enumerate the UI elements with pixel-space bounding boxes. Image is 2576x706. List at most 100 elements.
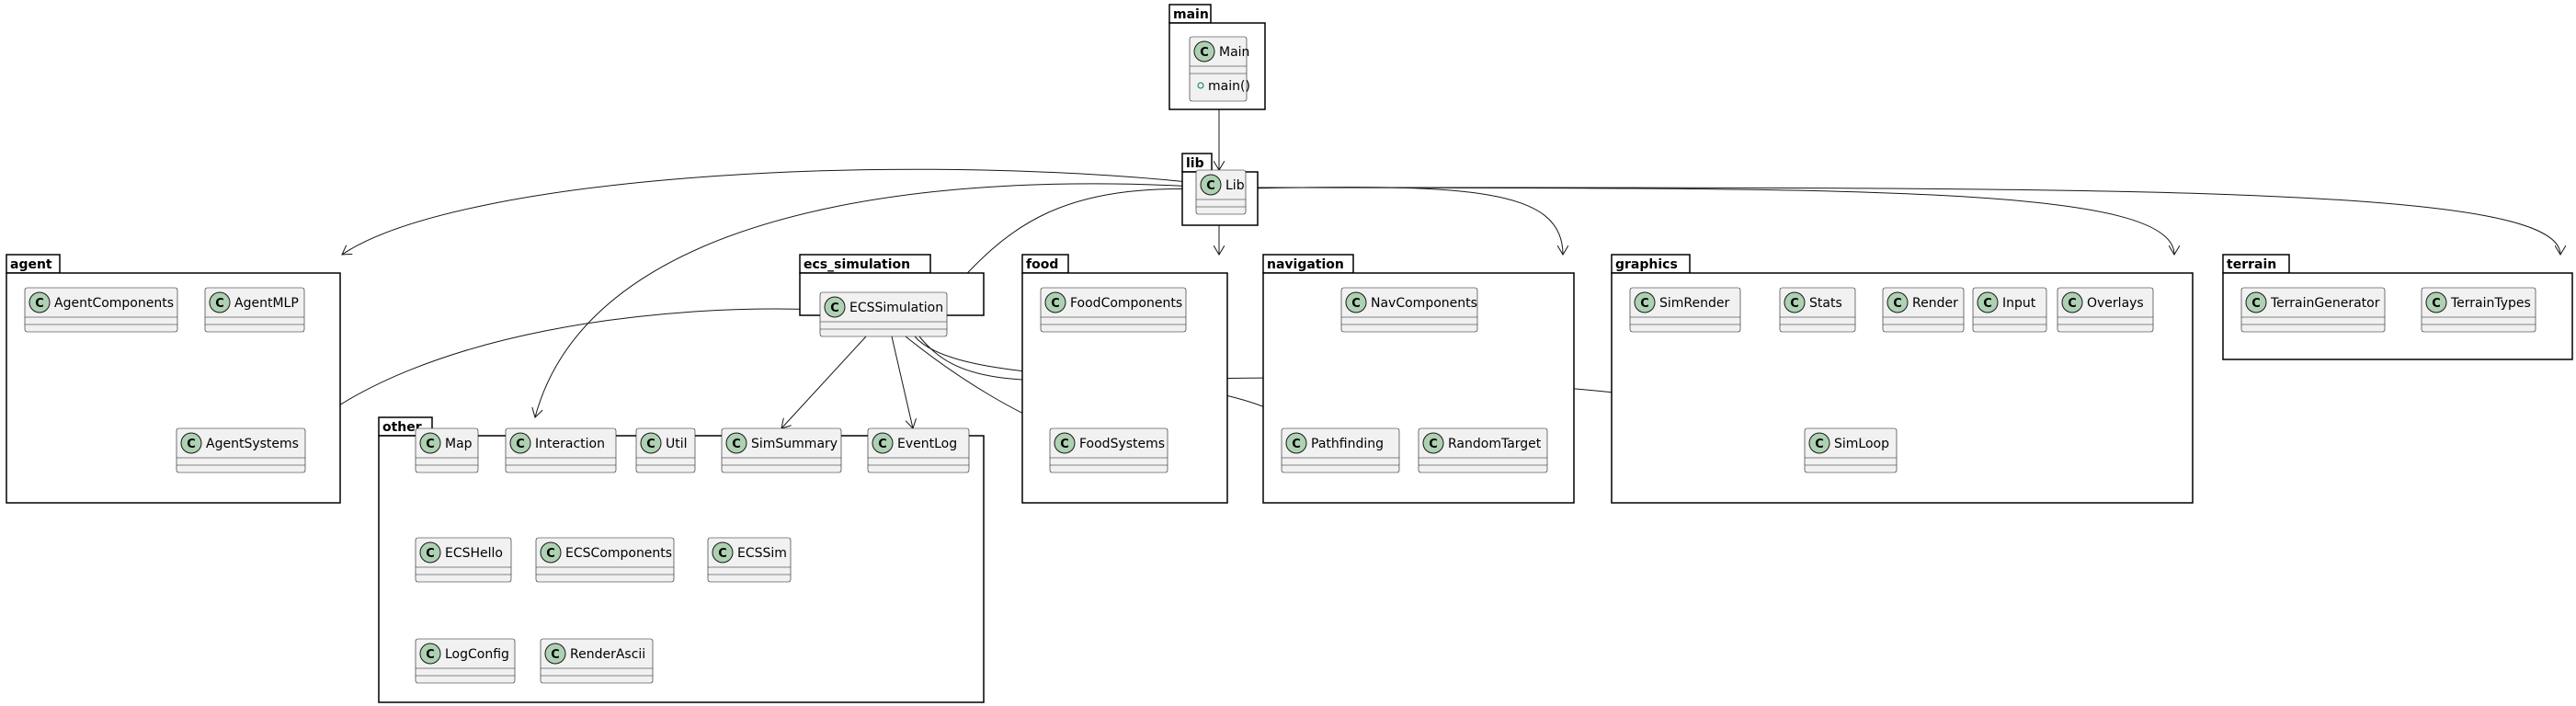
class-name: SimRender bbox=[1659, 296, 1729, 311]
relation-lib-to-navigation bbox=[1245, 187, 1563, 255]
class-stereotype-letter-icon: C bbox=[2251, 297, 2261, 311]
class-stereotype-icon bbox=[28, 291, 51, 313]
class-stereotype-letter-icon: C bbox=[551, 648, 560, 662]
class-renderascii[interactable]: C RenderAscii bbox=[540, 638, 654, 684]
class-stereotype-icon bbox=[725, 432, 747, 454]
class-name: TerrainGenerator bbox=[2270, 296, 2380, 311]
class-stereotype-icon bbox=[419, 643, 441, 665]
class-stereotype-letter-icon: C bbox=[1292, 438, 1301, 451]
class-stereotype-letter-icon: C bbox=[215, 297, 224, 311]
class-stereotype-letter-icon: C bbox=[1983, 297, 1992, 311]
class-stereotype-icon bbox=[712, 541, 734, 564]
class-stereotype-letter-icon: C bbox=[1200, 46, 1209, 60]
class-box bbox=[204, 287, 305, 333]
class-stereotype-icon bbox=[640, 432, 662, 454]
class-logconfig[interactable]: C LogConfig bbox=[415, 638, 516, 684]
class-name: Stats bbox=[1809, 296, 1842, 311]
class-name: ECSHello bbox=[445, 546, 503, 561]
class-stereotype-letter-icon: C bbox=[646, 438, 655, 451]
class-stereotype-letter-icon: C bbox=[35, 297, 44, 311]
package-name: main bbox=[1173, 7, 1209, 22]
class-util[interactable]: C Util bbox=[635, 427, 696, 473]
class-stereotype-icon bbox=[1285, 432, 1307, 454]
class-stereotype-letter-icon: C bbox=[1206, 179, 1215, 193]
class-stereotype-icon bbox=[209, 291, 231, 313]
class-stereotype-icon bbox=[1345, 291, 1367, 313]
class-box bbox=[535, 537, 675, 583]
class-stereotype-icon bbox=[419, 541, 441, 564]
class-name: RandomTarget bbox=[1448, 437, 1542, 451]
class-stereotype-icon bbox=[872, 432, 894, 454]
class-foodcomponents[interactable]: C FoodComponents bbox=[1040, 287, 1187, 333]
class-stereotype-icon bbox=[1422, 432, 1444, 454]
class-box bbox=[1418, 427, 1548, 473]
class-stereotype-icon bbox=[824, 296, 846, 318]
class-box bbox=[1629, 287, 1741, 333]
class-stereotype-icon bbox=[2245, 291, 2267, 313]
package-name: agent bbox=[10, 257, 52, 272]
class-stereotype-icon bbox=[1634, 291, 1656, 313]
class-stereotype-letter-icon: C bbox=[1051, 297, 1060, 311]
class-name: FoodComponents bbox=[1070, 296, 1182, 311]
class-stereotype-letter-icon: C bbox=[1060, 438, 1069, 451]
class-simrender[interactable]: C SimRender bbox=[1629, 287, 1741, 333]
class-stereotype-icon bbox=[1200, 174, 1222, 196]
class-stereotype-letter-icon: C bbox=[426, 547, 435, 561]
class-terraingenerator[interactable]: C TerrainGenerator bbox=[2240, 287, 2386, 333]
package-name: lib bbox=[1186, 156, 1204, 171]
class-stereotype-icon bbox=[2425, 291, 2447, 313]
class-name: LogConfig bbox=[445, 647, 509, 662]
class-box bbox=[1340, 287, 1478, 333]
class-stereotype-icon bbox=[544, 643, 566, 665]
relation-lib-to-graphics bbox=[1245, 187, 2174, 255]
class-stereotype-icon bbox=[1054, 432, 1076, 454]
class-stereotype-icon bbox=[509, 432, 531, 454]
class-stereotype-letter-icon: C bbox=[516, 438, 525, 451]
class-name: EventLog bbox=[897, 437, 957, 451]
class-ecshello[interactable]: C ECSHello bbox=[415, 537, 512, 583]
class-member: main() bbox=[1208, 79, 1250, 94]
class-stereotype-icon bbox=[1193, 40, 1215, 63]
class-name: ECSSimulation bbox=[849, 301, 943, 315]
class-eventlog[interactable]: C EventLog bbox=[867, 427, 970, 473]
class-box bbox=[1040, 287, 1187, 333]
package-name: ecs_simulation bbox=[804, 257, 910, 272]
class-name: SimSummary bbox=[751, 437, 838, 451]
class-stereotype-letter-icon: C bbox=[878, 438, 887, 451]
class-name: Util bbox=[666, 437, 688, 451]
class-box bbox=[176, 427, 306, 473]
class-name: AgentComponents bbox=[54, 296, 174, 311]
class-agentcomponents[interactable]: C AgentComponents bbox=[24, 287, 178, 333]
package-name: terrain bbox=[2227, 257, 2276, 272]
class-name: RenderAscii bbox=[570, 647, 645, 662]
class-box bbox=[721, 427, 842, 473]
class-name: ECSComponents bbox=[565, 546, 672, 561]
class-stereotype-letter-icon: C bbox=[426, 648, 435, 662]
class-stereotype-letter-icon: C bbox=[1640, 297, 1649, 311]
class-ecssimulation[interactable]: C ECSSimulation bbox=[819, 291, 948, 337]
class-stereotype-letter-icon: C bbox=[830, 302, 839, 315]
class-stereotype-letter-icon: C bbox=[426, 438, 435, 451]
class-stereotype-letter-icon: C bbox=[718, 547, 727, 561]
